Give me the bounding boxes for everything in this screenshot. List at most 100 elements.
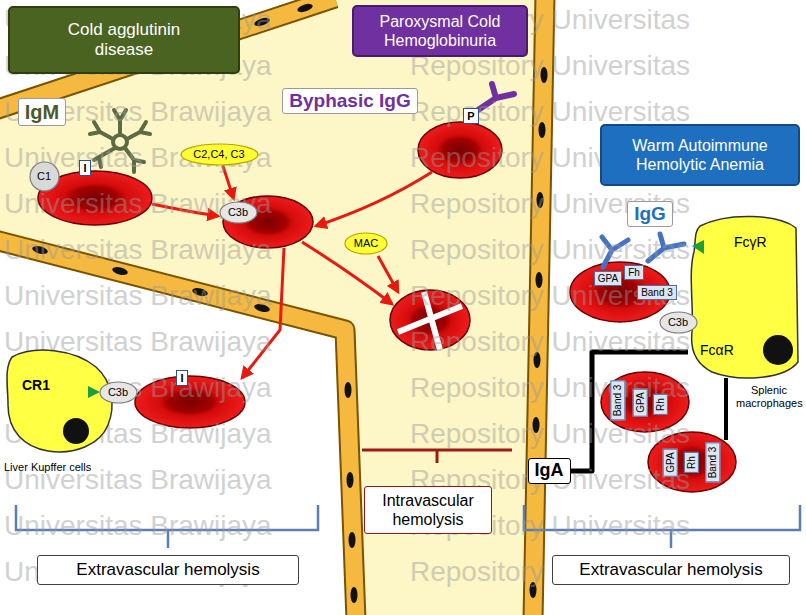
node-text: C1: [37, 170, 51, 183]
red-arrow: [378, 256, 398, 292]
endothelial-nucleus: [530, 582, 537, 598]
complement-oval: C3b: [219, 201, 258, 224]
red-blood-cell: [135, 376, 245, 428]
bracket: [362, 450, 512, 463]
endothelial-nucleus: [345, 382, 352, 398]
node-text: C3b: [108, 386, 128, 399]
red-arrow: [316, 172, 432, 226]
antigen-tag: Band 3: [610, 380, 625, 420]
complement-circle: C1: [29, 161, 60, 192]
endothelial-nucleus: [539, 122, 546, 138]
endothelial-nucleus: [349, 532, 356, 548]
watermark: Repository Universitas: [410, 326, 690, 358]
red-arrow: [152, 204, 218, 216]
node-text: Band 3: [641, 286, 673, 299]
igm-antibody: [90, 122, 113, 139]
endothelial-nucleus: [533, 417, 540, 433]
node-text: IgA: [535, 460, 564, 482]
node-text: GPA: [663, 452, 676, 472]
complement-oval: C3b: [99, 381, 138, 404]
bracket: [16, 505, 318, 548]
oval-shape: [100, 382, 137, 403]
node-text: Extravascular hemolysis: [46, 560, 290, 580]
vessel-wall: [0, 0, 545, 615]
node-text: Byphasic IgG: [289, 90, 410, 113]
lysis-crack: [398, 292, 462, 350]
red-blood-cell: [648, 432, 736, 492]
igg-antibody: [602, 234, 684, 267]
node-text: Cold agglutinin disease: [40, 20, 208, 61]
igm-antibody: [127, 122, 150, 139]
node-text: Paroxysmal Cold Hemoglobinuria: [362, 12, 518, 50]
complement-oval: MAC: [344, 232, 388, 255]
inhibitor-tag: I: [176, 370, 187, 386]
endothelial-nucleus: [253, 16, 270, 28]
vessel-wall: [533, 0, 545, 615]
watermark: Universitas Brawijaya: [4, 280, 272, 312]
red-blood-cell: [390, 290, 470, 350]
vessel-wall: [0, 240, 356, 615]
iga-bond: [724, 378, 728, 440]
node-text: Band 3: [611, 384, 624, 416]
antibody-label: IgG: [627, 201, 673, 228]
node-text: Fh: [628, 266, 640, 279]
complement-oval: C3b: [659, 311, 698, 334]
outcome-box: Intravascular hemolysis: [364, 486, 492, 534]
node-text: Splenic macrophages: [736, 384, 802, 410]
cell-nucleus: [63, 418, 89, 444]
node-text: FcαR: [700, 342, 734, 359]
endothelial-nucleus: [541, 67, 548, 83]
kupffer-cell: CR1Liver Kupffer cells: [4, 345, 116, 480]
igg-antibody: [478, 84, 514, 110]
igg-antibody: [602, 237, 628, 267]
node-text: Extravascular hemolysis: [561, 560, 781, 580]
endothelial-nucleus: [31, 2, 547, 603]
node-text: CR1: [22, 377, 50, 394]
node-text: Rh: [684, 456, 697, 469]
macrophage-cell: FcγRFcαRSplenic macrophages: [688, 212, 803, 412]
endothelial-nucleus: [253, 303, 270, 314]
outcome-box: Extravascular hemolysis: [552, 555, 790, 585]
node-text: MAC: [354, 237, 378, 250]
node-text: Liver Kupffer cells: [4, 461, 91, 474]
cell-outline: [4, 345, 116, 480]
node-text: Band 3: [706, 446, 719, 478]
antigen-tag: Rh: [652, 394, 667, 415]
red-blood-cell: [601, 372, 689, 432]
disease-header: Paroxysmal Cold Hemoglobinuria: [352, 5, 528, 57]
node-text: I: [180, 371, 183, 385]
red-arrow: [242, 248, 284, 378]
endothelial-nucleus: [536, 272, 543, 288]
igm-antibody: [94, 148, 115, 167]
cell-nucleus: [763, 335, 793, 365]
node-text: C3b: [228, 206, 248, 219]
node-text: GPA: [598, 272, 618, 285]
kupffer-body: [7, 350, 112, 452]
watermark: Universitas Brawijaya: [4, 234, 272, 266]
red-arrow: [152, 172, 432, 378]
node-text: Rh: [653, 398, 666, 411]
endothelial-nucleus: [31, 245, 48, 256]
node-text: P: [467, 109, 474, 123]
vessel-wall: [533, 0, 545, 615]
receptor-marker: [692, 240, 704, 254]
red-blood-cell: [418, 122, 502, 178]
igm-antibody: [90, 110, 150, 172]
disease-header: Warm Autoimmune Hemolytic Anemia: [600, 124, 800, 186]
antigen-tag: Fh: [624, 265, 644, 280]
receptor-marker: [88, 386, 100, 398]
antibody-label: IgM: [18, 98, 66, 126]
antigen-tag: Band 3: [637, 285, 677, 300]
watermark: Universitas Brawijaya: [4, 510, 272, 542]
antigen-tag: Band 3: [705, 442, 720, 482]
outcome-box: Extravascular hemolysis: [37, 555, 299, 585]
igg-antibody: [648, 234, 684, 261]
macrophage-body: [691, 216, 798, 378]
disease-header: Cold agglutinin disease: [8, 6, 240, 75]
endothelial-nucleus: [351, 587, 358, 603]
endothelial-nucleus: [534, 352, 541, 368]
node-text: C2,C4, C3: [193, 148, 244, 161]
antigen-tag: GPA: [632, 388, 647, 416]
endothelial-nucleus: [111, 266, 128, 277]
